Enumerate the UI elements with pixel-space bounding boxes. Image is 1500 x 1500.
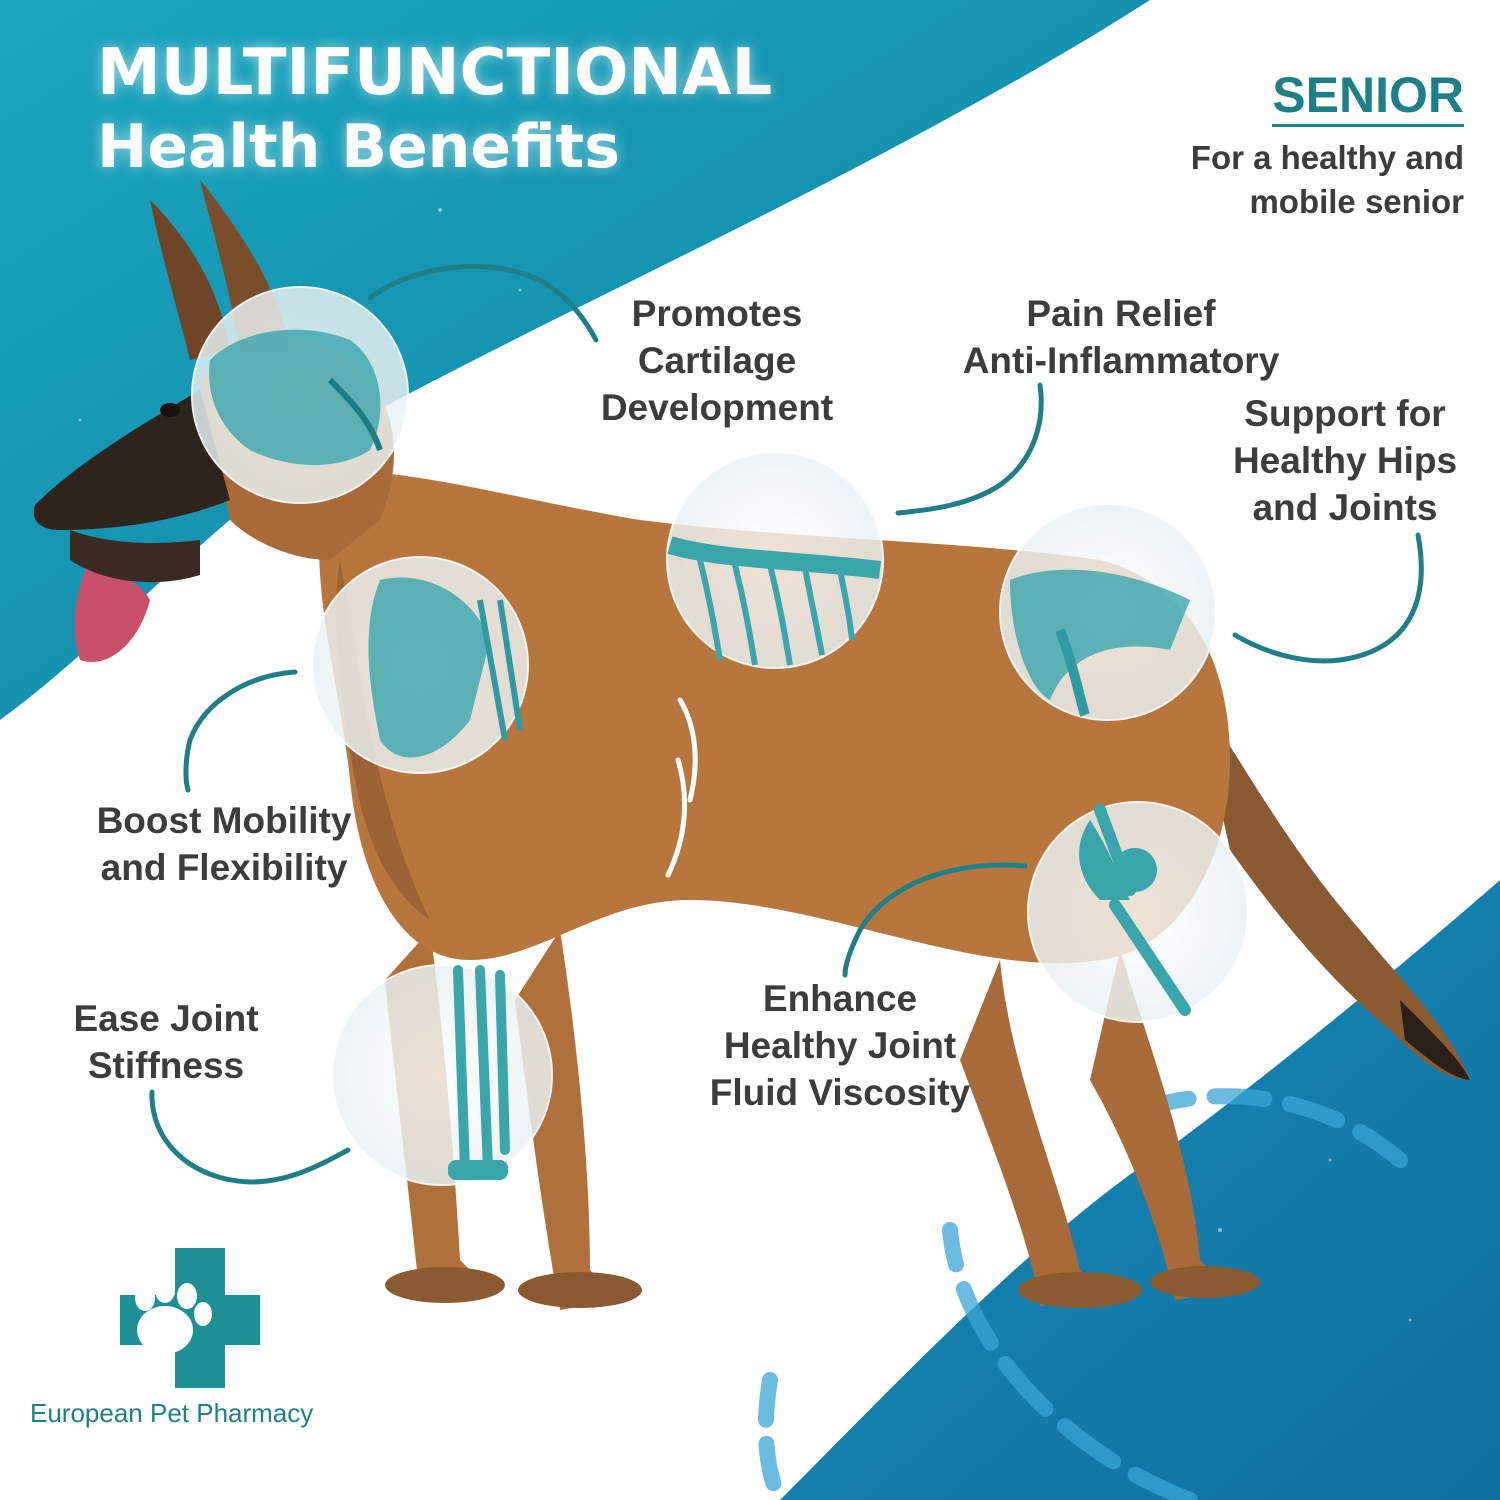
senior-subtitle-line-2: mobile senior <box>1249 183 1464 220</box>
senior-subtitle-line-1: For a healthy and <box>1190 139 1464 176</box>
benefit-pain-line-2: Anti-Inflammatory <box>962 340 1280 381</box>
benefit-stiffness-line-2: Stiffness <box>87 1045 245 1086</box>
benefit-fluid-line-2: Healthy Joint <box>723 1025 957 1066</box>
shoulder-xray <box>311 556 529 774</box>
top-teal-band <box>0 0 1150 720</box>
hip-xray <box>999 503 1217 721</box>
benefit-hips-joints: Support for Healthy Hips and Joints <box>1224 390 1466 531</box>
brand-name: European Pet Pharmacy <box>30 1398 314 1428</box>
benefit-pain-line-1: Pain Relief <box>1026 293 1216 334</box>
benefit-fluid-line-3: Fluid Viscosity <box>709 1072 971 1113</box>
benefit-cartilage-line-2: Cartilage <box>637 340 797 381</box>
senior-subtitle: For a healthy and mobile senior <box>1191 136 1464 224</box>
benefit-cartilage: Promotes Cartilage Development <box>592 290 842 431</box>
dashed-ring-decoration <box>757 1088 1408 1500</box>
title-line-2: Health Benefits <box>97 112 620 182</box>
benefit-mobility-line-2: and Flexibility <box>100 847 348 888</box>
senior-heading: SENIOR <box>1272 68 1464 127</box>
page-title: MULTIFUNCTIONAL Health Benefits <box>97 38 772 186</box>
benefit-fluid-viscosity: Enhance Healthy Joint Fluid Viscosity <box>700 975 980 1116</box>
benefit-cartilage-line-1: Promotes <box>631 293 803 334</box>
benefit-hips-line-3: and Joints <box>1252 487 1438 528</box>
benefit-pain-relief: Pain Relief Anti-Inflammatory <box>950 290 1292 384</box>
knee-xray <box>1027 801 1249 1023</box>
benefit-cartilage-line-3: Development <box>600 387 834 428</box>
sparkle-dots <box>78 208 1412 1322</box>
skull-xray <box>191 286 409 504</box>
benefit-hips-line-1: Support for <box>1244 393 1446 434</box>
benefit-hips-line-2: Healthy Hips <box>1232 440 1458 481</box>
spine-xray <box>666 451 884 669</box>
benefit-mobility-line-1: Boost Mobility <box>96 800 352 841</box>
connector-lines <box>149 263 1424 1185</box>
paw-cross-icon <box>120 1248 260 1388</box>
benefit-fluid-line-1: Enhance <box>762 978 918 1019</box>
foreleg-xray <box>331 964 553 1186</box>
title-line-1: MULTIFUNCTIONAL <box>97 36 773 110</box>
benefit-stiffness: Ease Joint Stiffness <box>66 995 266 1089</box>
bottom-teal-band <box>780 880 1500 1500</box>
benefit-stiffness-line-1: Ease Joint <box>73 998 259 1039</box>
benefit-mobility: Boost Mobility and Flexibility <box>88 797 360 891</box>
